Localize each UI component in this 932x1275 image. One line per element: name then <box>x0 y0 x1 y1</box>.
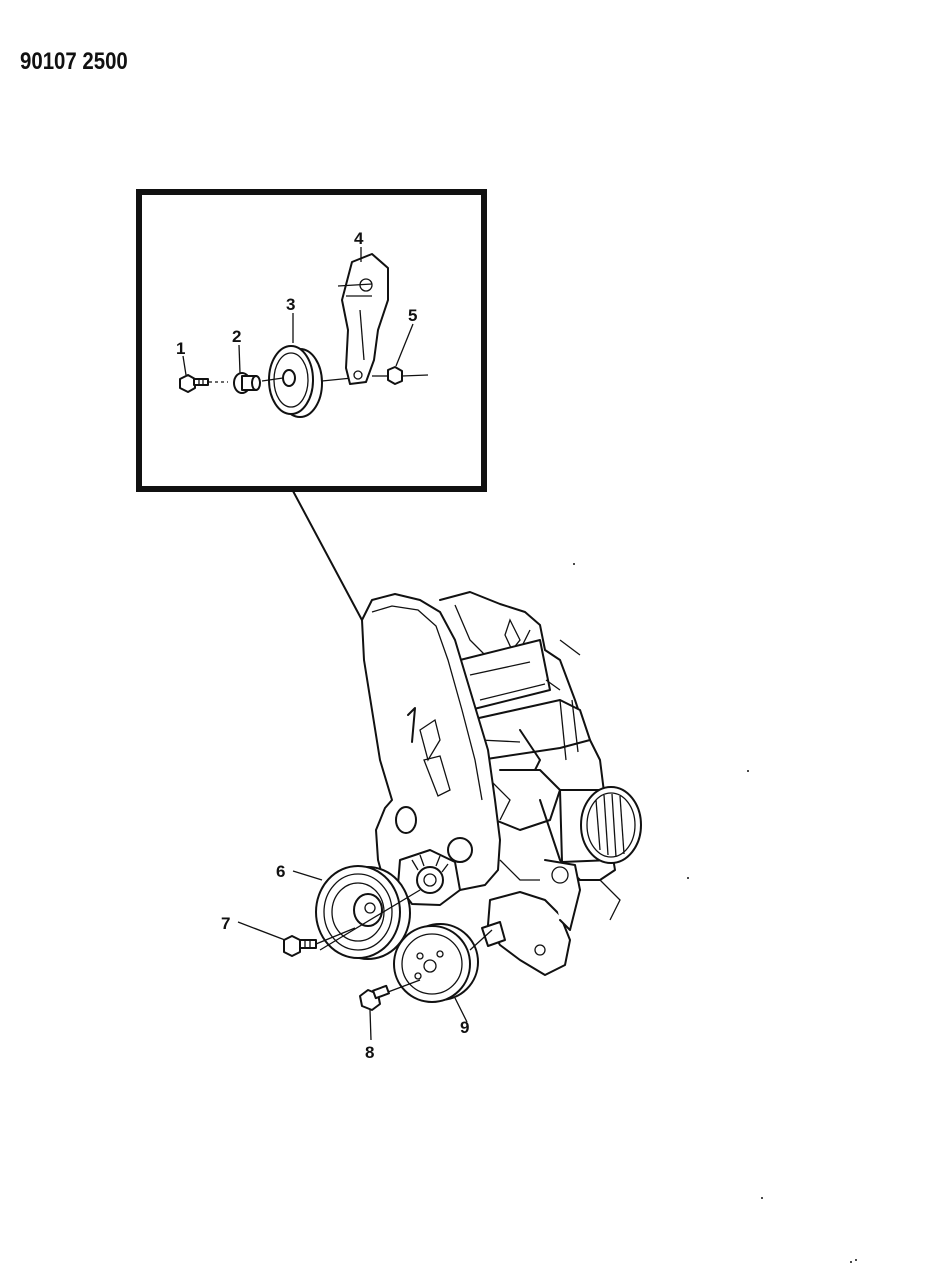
callout-3: 3 <box>286 295 295 314</box>
spacer-icon <box>233 372 261 394</box>
callout-6: 6 <box>276 862 285 881</box>
water-pump-pulley-icon <box>393 923 493 1003</box>
bolt-icon <box>179 374 228 393</box>
inset-detail-box <box>136 189 487 492</box>
bolt-icon <box>283 927 356 957</box>
callout-leaders <box>182 247 468 1041</box>
bracket-icon <box>337 253 389 385</box>
inset-leader-line <box>292 490 364 623</box>
callout-2: 2 <box>232 327 241 346</box>
callout-4: 4 <box>354 229 364 248</box>
nut-icon <box>372 366 429 385</box>
callout-9: 9 <box>460 1018 469 1037</box>
document-id: 90107 2500 <box>20 48 128 75</box>
scan-specks <box>573 563 857 1263</box>
callout-8: 8 <box>365 1043 374 1062</box>
callout-5: 5 <box>408 306 417 325</box>
idler-pulley-icon <box>261 345 353 418</box>
callout-7: 7 <box>221 914 230 933</box>
callout-1: 1 <box>176 339 185 358</box>
engine-illustration <box>361 591 642 976</box>
bolt-icon <box>359 979 421 1011</box>
